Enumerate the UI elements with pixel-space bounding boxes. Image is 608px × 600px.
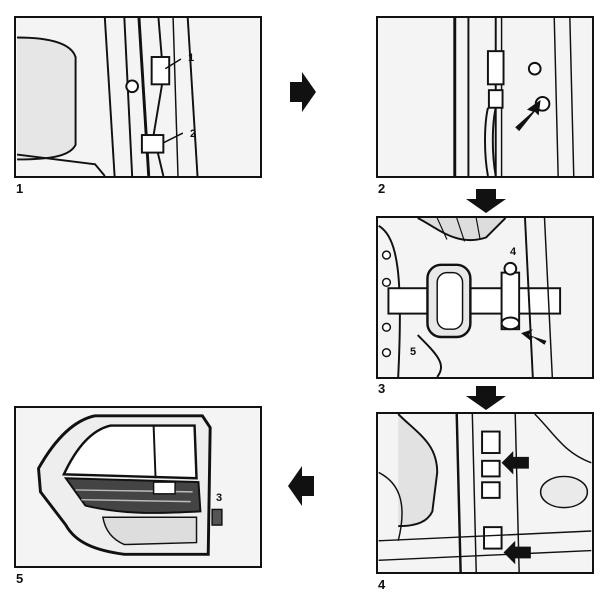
step-2-illustration <box>376 16 594 178</box>
step-number: 3 <box>378 381 386 396</box>
rear-door-removed-illustration <box>17 408 259 566</box>
step-5-illustration: 3 <box>14 406 262 568</box>
callout-2: 2 <box>190 128 197 140</box>
flow-arrow-right <box>290 72 316 112</box>
flow-arrow-down <box>466 189 506 213</box>
door-pillar-open-illustration <box>378 18 592 176</box>
step-4-illustration <box>376 412 594 574</box>
callout-3: 3 <box>216 492 223 504</box>
step-3-illustration: 4 5 <box>376 216 594 379</box>
callout-1: 1 <box>188 52 195 64</box>
door-removed-hinges-illustration <box>378 414 592 572</box>
step-number: 4 <box>378 577 386 592</box>
step-number: 2 <box>378 181 386 196</box>
step-1-illustration: 1 2 <box>14 16 262 178</box>
callout-5: 5 <box>410 346 417 358</box>
step-number: 5 <box>16 571 24 586</box>
flow-arrow-left <box>288 466 314 506</box>
door-hinge-closed-illustration <box>16 18 259 176</box>
callout-4: 4 <box>510 246 517 258</box>
step-number: 1 <box>16 181 24 196</box>
flow-arrow-down <box>466 386 506 410</box>
door-check-strap-illustration <box>378 218 592 377</box>
